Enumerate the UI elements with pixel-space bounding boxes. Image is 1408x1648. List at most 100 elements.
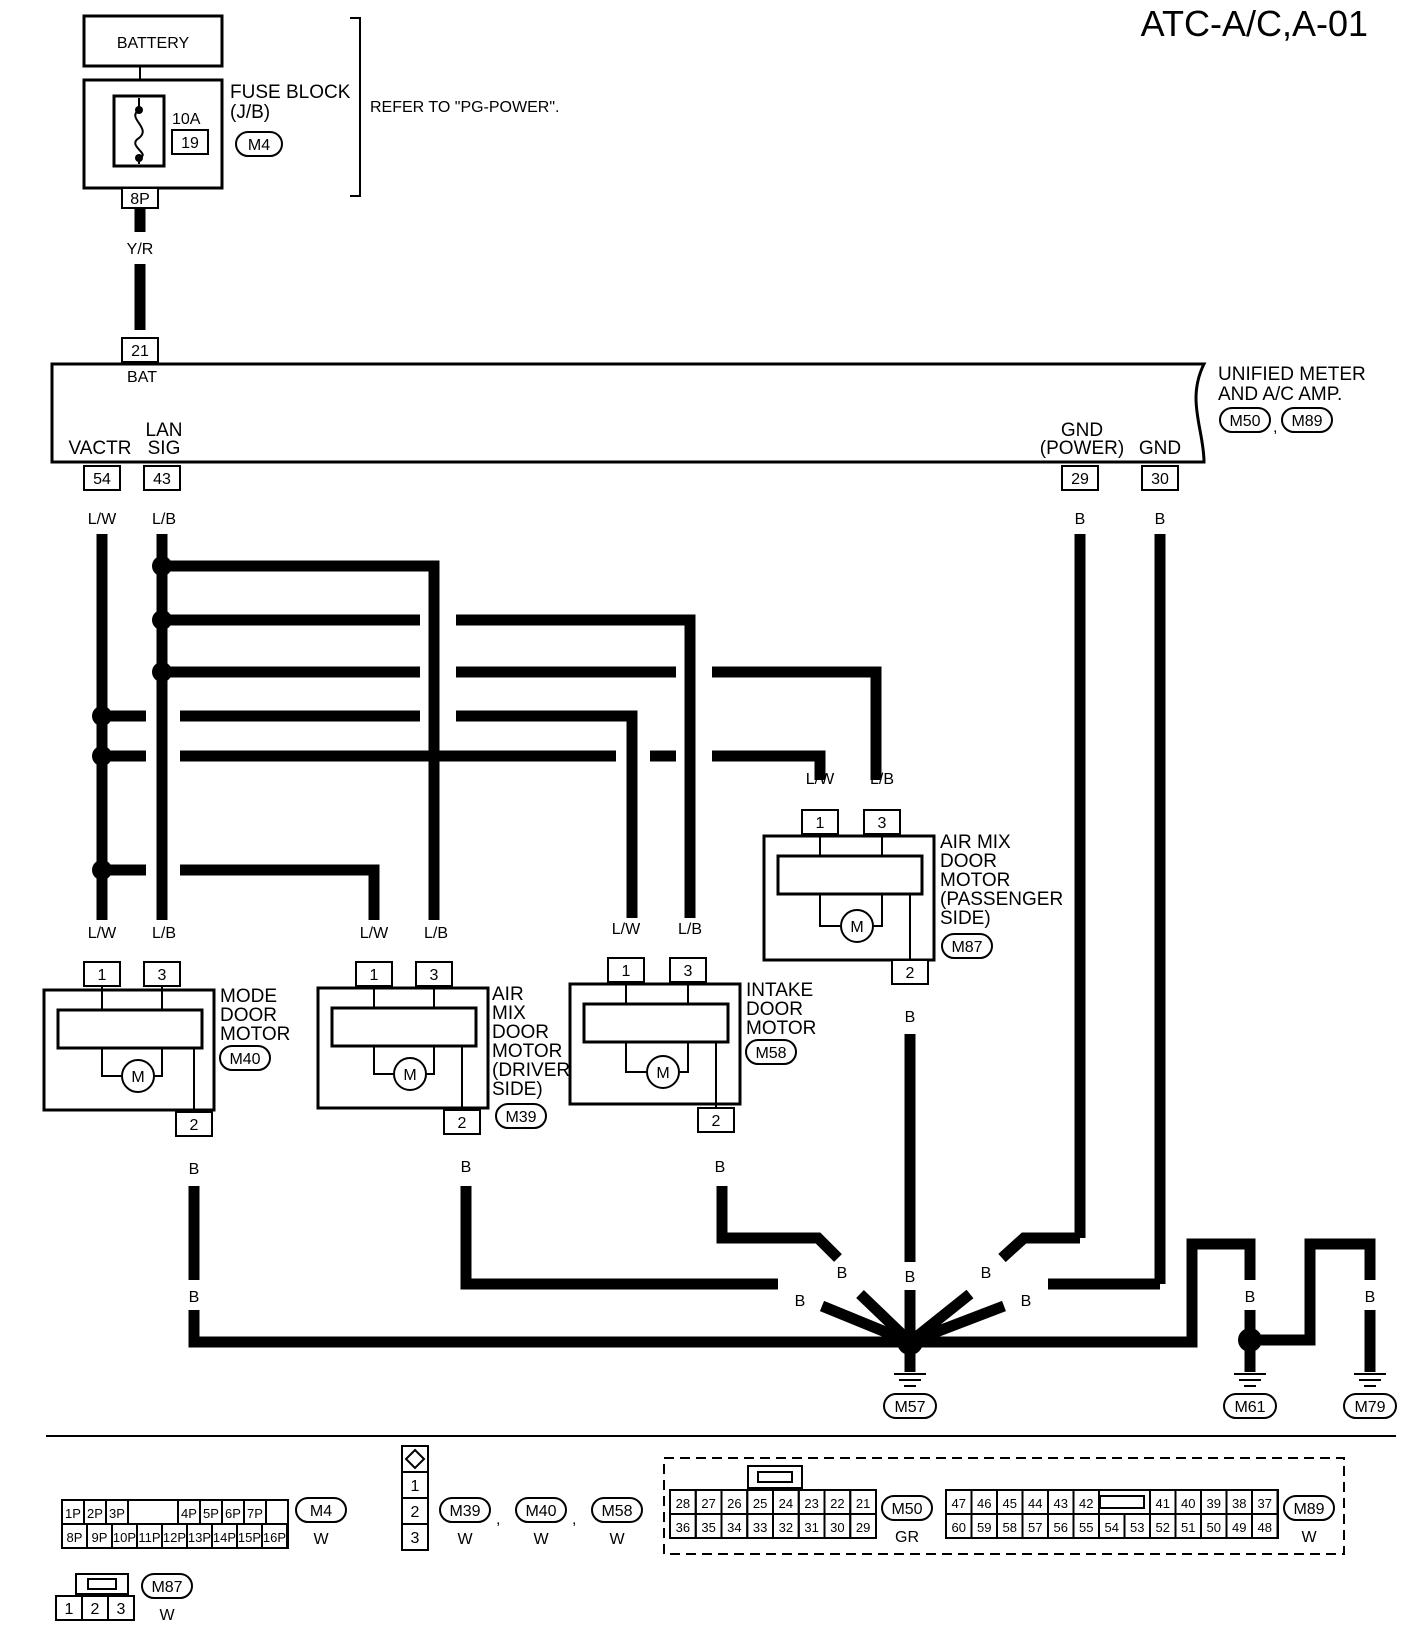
amp-conn-comma: ,	[1273, 419, 1277, 436]
pass-motor-icon	[840, 909, 874, 943]
legend-3pin-2: 2	[411, 1504, 420, 1521]
legend-m87-color: W	[159, 1607, 175, 1624]
legend-pin-label: 59	[977, 1520, 991, 1535]
legend-pin-label: 41	[1156, 1496, 1170, 1511]
legend-pin-label: 44	[1028, 1496, 1042, 1511]
intake-door-motor: L/W L/B 1 3 M 2 INTAKE DOOR MOTOR M58	[568, 921, 816, 1133]
pass-pin-3: 3	[878, 815, 887, 832]
amp-name-line1: UNIFIED METER	[1218, 364, 1366, 385]
intake-gnd-b2: B	[837, 1265, 848, 1282]
legend-pin-cell	[261, 1523, 288, 1549]
legend-m50-conn: M50	[891, 1501, 922, 1518]
m61-b-1: B	[1187, 1289, 1198, 1306]
lan-label-2: SIG	[148, 438, 181, 459]
ground-m79: M79	[1343, 1373, 1397, 1419]
amp-pin-54: 54	[83, 465, 121, 491]
gnd-power-label-2: (POWER)	[1040, 438, 1124, 459]
legend-m39: M39	[449, 1503, 480, 1520]
legend-m87-pin-2: 2	[91, 1601, 100, 1618]
legend-pin-label: 31	[804, 1520, 818, 1535]
ground-icon-m61	[1234, 1373, 1266, 1387]
pass-name-4: (PASSENGER	[940, 889, 1063, 910]
legend-pin-label: 32	[779, 1520, 793, 1535]
battery-box: BATTERY	[82, 14, 224, 68]
driver-pin-1: 1	[370, 967, 379, 984]
legend-pin-label: 33	[753, 1520, 767, 1535]
gnd-power-label-1: GND	[1061, 420, 1103, 441]
pin-8p-label: 8P	[130, 191, 150, 208]
intake-name-1: INTAKE	[746, 980, 813, 1001]
amp-conn-badge-1	[1219, 407, 1271, 433]
mode-gnd-b2: B	[189, 1289, 200, 1306]
amp-conn-badge-2	[1281, 407, 1333, 433]
gnd-gnd-b2: B	[1021, 1293, 1032, 1310]
mode-conn: M40	[229, 1051, 260, 1068]
driver-motor-icon	[393, 1057, 427, 1091]
mode-lw-label: L/W	[88, 925, 117, 942]
fuse-element-icon	[134, 98, 144, 164]
legend-m50-color: GR	[895, 1529, 919, 1546]
air-mix-door-motor-passenger: L/W L/B 1 3 M 2 AIR MIX DOOR MOTOR (PASS…	[762, 771, 1063, 985]
legend-pin-label: 28	[676, 1496, 690, 1511]
legend-pin-label: 47	[952, 1496, 966, 1511]
ground-icon-m79	[1354, 1373, 1386, 1387]
fuse-block: 10A 19 FUSE BLOCK (J/B) M4	[82, 78, 351, 190]
gnd-label: GND	[1139, 438, 1181, 459]
legend-pin-label: 56	[1054, 1520, 1068, 1535]
intake-motor-m: M	[656, 1065, 669, 1082]
legend-pin-label: 24	[779, 1496, 793, 1511]
mode-lb-label: L/B	[152, 925, 176, 942]
driver-lb-label: L/B	[424, 925, 448, 942]
legend-m87: 1 2 3 M87 W	[55, 1573, 193, 1624]
legend-pin-label: 48	[1258, 1520, 1272, 1535]
wiring-harness	[92, 534, 1166, 1284]
ground-m79-label: M79	[1354, 1399, 1385, 1416]
refer-note: REFER TO "PG-POWER".	[370, 99, 559, 116]
legend-m87-pin-3: 3	[117, 1601, 126, 1618]
legend-pin-label: 54	[1105, 1520, 1119, 1535]
mode-gnd-b: B	[189, 1161, 200, 1178]
diagram-title: ATC-A/C,A-01	[1141, 3, 1368, 44]
legend-pin-label: 37	[1258, 1496, 1272, 1511]
legend-pin-label: 46	[977, 1496, 991, 1511]
m79-b-2: B	[1365, 1289, 1376, 1306]
legend-m40-color: W	[533, 1531, 549, 1548]
driver-name-3: DOOR	[492, 1022, 549, 1043]
legend-3pin-1: 1	[411, 1478, 420, 1495]
intake-lb-label: L/B	[678, 921, 702, 938]
driver-name-1: AIR	[492, 984, 524, 1005]
legend-pin-label: 12P	[163, 1530, 186, 1545]
pass-pin-2: 2	[906, 965, 915, 982]
amp-name-line2: AND A/C AMP.	[1218, 384, 1342, 405]
legend-pin-label: 7P	[247, 1506, 263, 1521]
mode-door-motor: L/W L/B 1 3 M 2 MODE DOOR MOTOR M40	[42, 925, 290, 1137]
legend-pin-label: 23	[804, 1496, 818, 1511]
legend-pin-label: 22	[830, 1496, 844, 1511]
amp-pin-43: 43	[143, 465, 181, 491]
m79-b-1: B	[1305, 1289, 1316, 1306]
intake-motor-icon	[646, 1055, 680, 1089]
intake-pin-2: 2	[712, 1113, 721, 1130]
pin-29-label: 29	[1071, 471, 1089, 488]
amp-pin-29: 29	[1061, 465, 1099, 491]
intake-pin-3: 3	[684, 963, 693, 980]
intake-gnd-b: B	[715, 1159, 726, 1176]
legend-pin-label: 9P	[92, 1530, 108, 1545]
ground-m57-label: M57	[894, 1399, 925, 1416]
pass-name-5: SIDE)	[940, 908, 991, 929]
legend-pin-label: 57	[1028, 1520, 1042, 1535]
intake-lw-label: L/W	[612, 921, 641, 938]
m61-b-2: B	[1245, 1289, 1256, 1306]
pass-gnd-b: B	[905, 1009, 916, 1026]
pass-lw-label: L/W	[806, 771, 835, 788]
legend-m89-color: W	[1301, 1529, 1317, 1546]
legend-pin-label: 58	[1003, 1520, 1017, 1535]
driver-name-4: MOTOR	[492, 1041, 562, 1062]
legend-pin-label: 16P	[263, 1530, 286, 1545]
pass-motor-m: M	[850, 919, 863, 936]
legend-pin-label: 4P	[181, 1506, 197, 1521]
battery-label: BATTERY	[117, 35, 190, 52]
legend-m87-conn: M87	[151, 1579, 182, 1596]
